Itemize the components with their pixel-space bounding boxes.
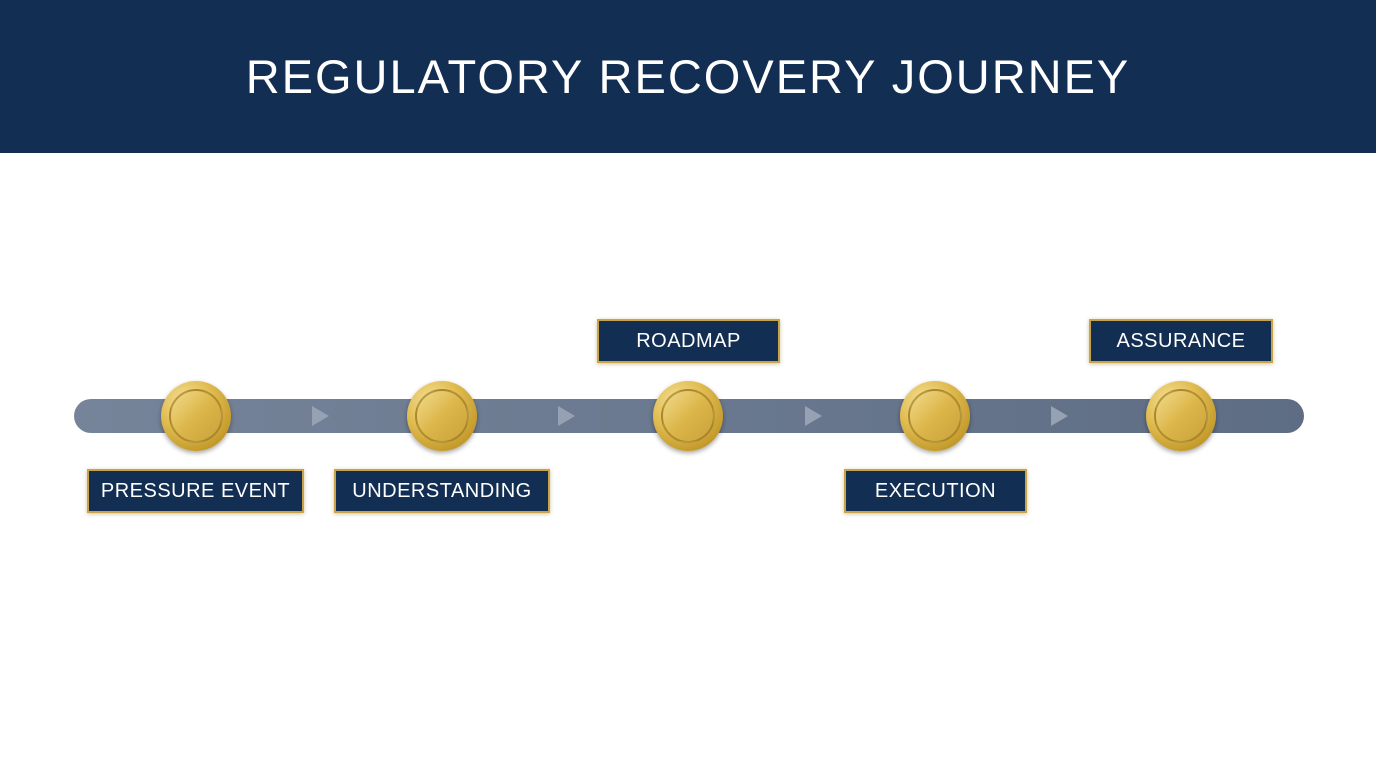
stage-label-assurance: ASSURANCE: [1089, 319, 1273, 363]
page-title: REGULATORY RECOVERY JOURNEY: [245, 50, 1131, 103]
milestone-2-medallion: [407, 381, 477, 451]
arrow-1-icon: [312, 406, 329, 426]
stage-label-understanding: UNDERSTANDING: [334, 469, 550, 513]
milestone-1-medallion: [161, 381, 231, 451]
arrow-2-icon: [558, 406, 575, 426]
stage-label-execution: EXECUTION: [844, 469, 1027, 513]
arrow-4-icon: [1051, 406, 1068, 426]
stage-label-roadmap: ROADMAP: [597, 319, 780, 363]
arrow-3-icon: [805, 406, 822, 426]
milestone-4-medallion: [900, 381, 970, 451]
milestone-5-medallion: [1146, 381, 1216, 451]
stage-label-pressure-event: PRESSURE EVENT: [87, 469, 304, 513]
milestone-3-medallion: [653, 381, 723, 451]
header-banner: REGULATORY RECOVERY JOURNEY: [0, 0, 1376, 153]
